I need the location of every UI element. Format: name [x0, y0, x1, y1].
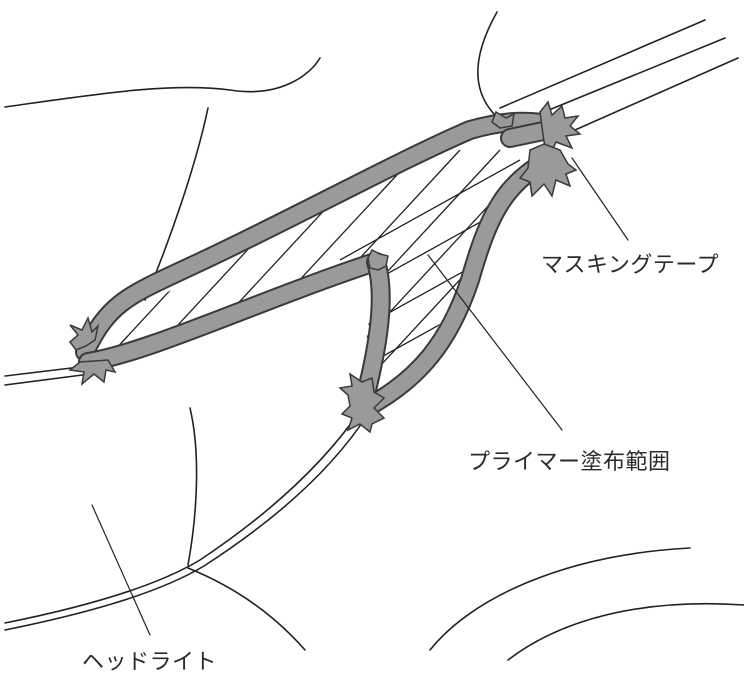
tape-tab-fill: [502, 122, 556, 146]
torn-end-left-bottom: [68, 359, 117, 386]
leader-masking-tape: [571, 157, 629, 241]
torn-end-right-mid: [518, 143, 578, 198]
car-body-lines: [4, 11, 744, 661]
torn-end-top-center: [367, 248, 389, 271]
label-primer-area: プライマー塗布範囲: [468, 450, 671, 475]
bumper-line-right-end: [574, 57, 739, 131]
label-headlight: ヘッドライト: [82, 650, 218, 675]
fender-top-curve: [477, 11, 501, 121]
hood-arc-line: [4, 57, 321, 108]
left-seam-line-2: [4, 373, 91, 386]
leader-headlight: [91, 504, 151, 636]
masking-tape: [68, 100, 582, 434]
tape-right-fill: [354, 150, 558, 418]
tape-lower-fill: [80, 254, 383, 370]
leader-lines: [91, 157, 629, 636]
torn-end-bottom: [338, 372, 386, 434]
label-masking-tape: マスキングテープ: [541, 253, 720, 278]
headlight-outline-1: [4, 407, 363, 624]
headlight-inner-line: [187, 407, 198, 566]
bumper-line-upper: [499, 19, 706, 109]
torn-end-left: [68, 315, 100, 351]
torn-end-top-left-bumper: [491, 110, 515, 129]
wheel-arc-inner: [507, 602, 744, 661]
headlight-outline-2: [4, 413, 369, 631]
leader-primer-area: [427, 254, 563, 431]
headlight-lower-curve: [187, 567, 306, 651]
wheel-arc-outer: [429, 547, 691, 651]
